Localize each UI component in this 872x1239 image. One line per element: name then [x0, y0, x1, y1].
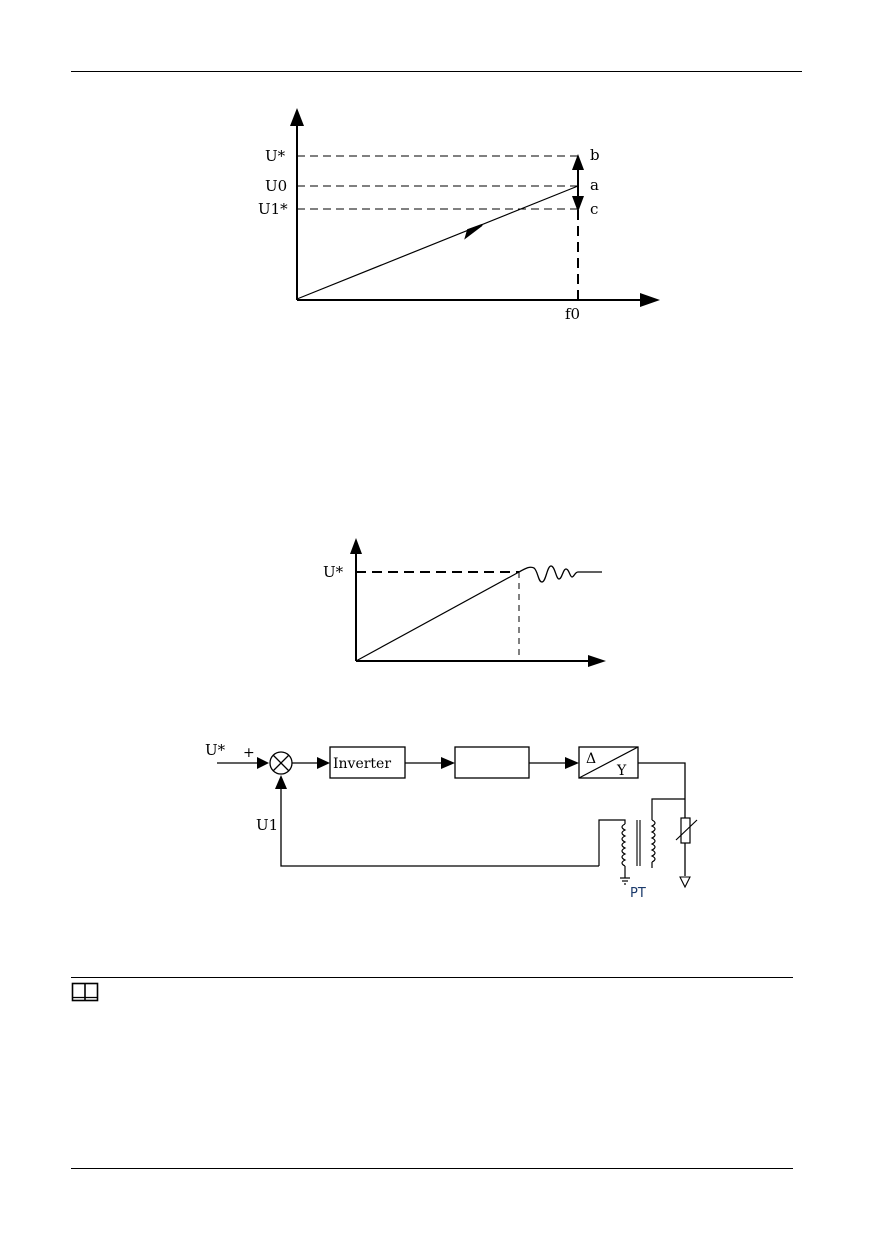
adjust-arrow-down — [572, 196, 584, 212]
feedback-arrow — [275, 775, 287, 789]
delta-label: Δ — [586, 751, 596, 767]
sum-to-inverter-arrow — [317, 757, 330, 769]
label-f0: f0 — [565, 305, 580, 323]
label-plus: + — [243, 745, 255, 761]
x-axis-arrow — [588, 655, 606, 667]
filter-block — [454, 746, 530, 779]
ramp-direction-arrow — [464, 224, 483, 240]
ground-symbol — [679, 876, 691, 889]
footer-rule — [71, 1168, 793, 1169]
adjust-arrow-up — [572, 154, 584, 170]
pt-label: PT — [630, 886, 646, 901]
ramp-line — [355, 571, 520, 662]
y-axis-arrow — [290, 108, 304, 126]
label-u-star-input: U* — [205, 741, 226, 759]
label-u-star: U* — [323, 563, 344, 581]
inverter-label: Inverter — [333, 756, 391, 772]
y-axis-arrow — [350, 538, 362, 554]
pt-primary-coil — [650, 819, 656, 863]
label-b: b — [590, 146, 600, 164]
block-to-transformer-arrow — [565, 757, 579, 769]
input-arrow — [257, 757, 269, 769]
load-variable-arrow — [675, 819, 698, 841]
inverter-block — [329, 746, 406, 779]
pt-secondary-coil — [621, 823, 627, 867]
pt-secondary-top — [598, 819, 626, 866]
inverter-to-block-arrow — [441, 757, 455, 769]
feedback-line — [280, 788, 599, 867]
label-c: c — [590, 200, 598, 218]
label-u1: U1 — [256, 816, 278, 834]
label-u-star: U* — [265, 147, 286, 165]
label-u0: U0 — [265, 177, 287, 195]
x-axis-arrow — [640, 293, 660, 307]
book-icon — [71, 982, 99, 1002]
pt-primary-wire — [651, 798, 685, 820]
wye-label: Y — [616, 763, 627, 779]
vf-ramp-line — [296, 185, 579, 300]
summing-junction — [269, 751, 293, 775]
transformer-diagonal — [578, 746, 639, 779]
oscillation-curve — [518, 565, 602, 583]
label-u1-star: U1* — [258, 200, 288, 218]
output-line — [638, 762, 686, 818]
header-rule — [71, 71, 802, 72]
note-rule — [71, 977, 793, 978]
label-a: a — [590, 176, 599, 194]
